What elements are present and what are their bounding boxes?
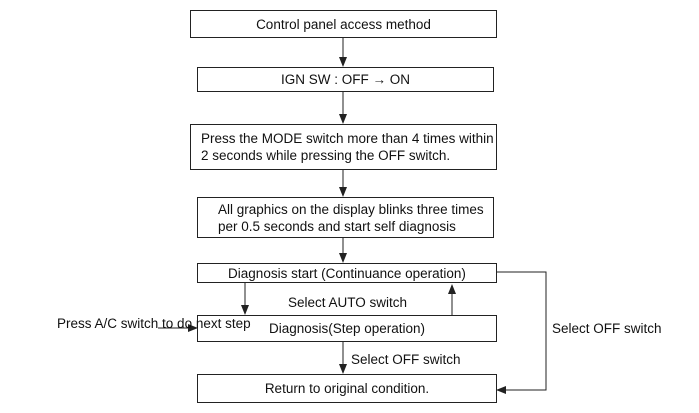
step-access-method-text: Control panel access method [256, 16, 431, 32]
step-diagnosis-step: Diagnosis(Step operation) [197, 315, 497, 342]
step-graphics-blink-line-1: All graphics on the display blinks three… [218, 201, 484, 217]
step-diagnosis-start: Diagnosis start (Continuance operation) [197, 263, 497, 283]
step-graphics-blink-line-2: per 0.5 seconds and start self diagnosis [218, 218, 456, 234]
step-return-original: Return to original condition. [197, 374, 497, 403]
label-press-ac-line-2: to do next step [162, 316, 251, 331]
label-select-auto: Select AUTO switch [288, 295, 408, 310]
step-press-mode-line-2: 2 seconds while pressing the OFF switch. [201, 148, 451, 163]
arrow-start-to-return [496, 271, 547, 394]
label-press-ac-line-1: Press A/C switch [57, 316, 159, 331]
step-ign-sw: IGN SW : OFF → ON [197, 67, 494, 92]
label-select-off-right: Select OFF switch [552, 321, 662, 336]
step-return-original-text: Return to original condition. [264, 381, 430, 396]
step-graphics-blink: All graphics on the display blinks three… [197, 197, 494, 238]
label-press-ac: Press A/C switch to do next step [57, 315, 251, 332]
step-access-method: Control panel access method [190, 10, 497, 38]
label-select-off-mid: Select OFF switch [351, 352, 461, 367]
step-ign-sw-text: IGN SW : OFF → ON [281, 72, 410, 87]
step-press-mode-line-1: Press the MODE switch more than 4 times … [201, 131, 494, 146]
step-diagnosis-start-text: Diagnosis start (Continuance operation) [228, 265, 466, 281]
step-press-mode: Press the MODE switch more than 4 times … [190, 124, 497, 170]
step-diagnosis-step-text: Diagnosis(Step operation) [268, 321, 426, 336]
